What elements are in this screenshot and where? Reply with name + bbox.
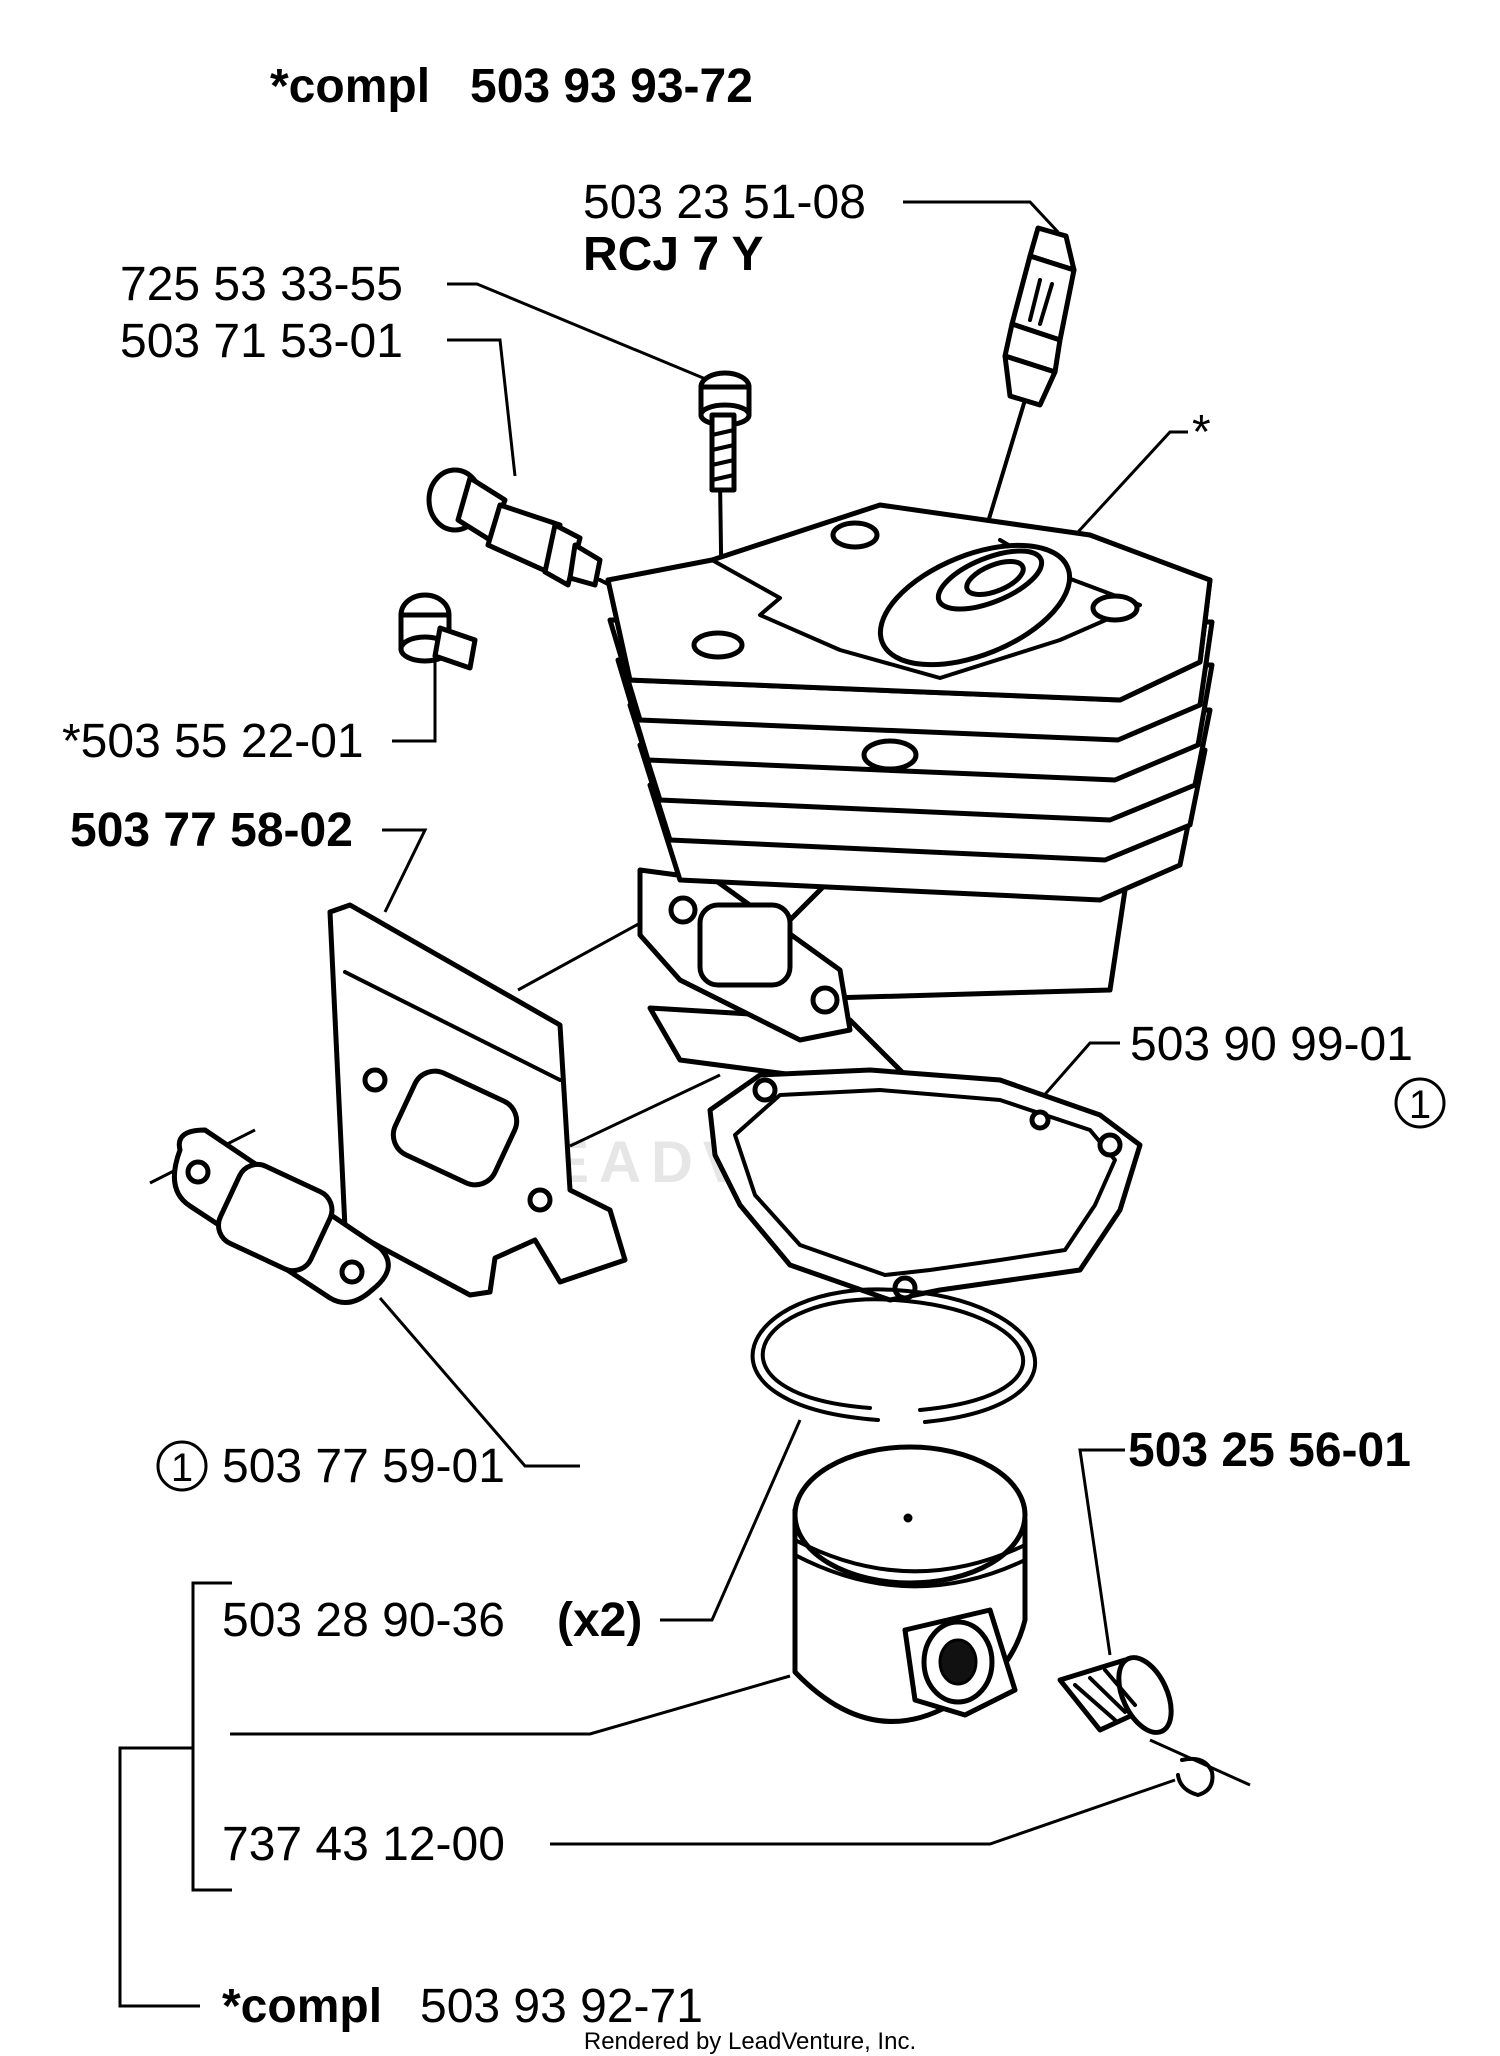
gasket-axis-line-right xyxy=(569,1073,721,1148)
piston-rings-drawing xyxy=(750,1287,1038,1424)
screw-drawing xyxy=(698,370,752,622)
muffler-gasket-drawing xyxy=(171,1127,391,1305)
valve-leader xyxy=(447,338,517,477)
spark-plug-leader xyxy=(903,200,1060,234)
piston-kit-bracket-outer xyxy=(118,1746,200,2008)
label-decompression-valve: 503 71 53-01 xyxy=(120,315,403,368)
label-spark-plug-type: RCJ 7 Y xyxy=(583,228,764,281)
cylinder-gasket-leader xyxy=(1038,1041,1120,1101)
callout-lines xyxy=(118,200,1251,2008)
label-plug: *503 55 22-01 xyxy=(62,715,364,768)
assembly-title-number: 503 93 93-72 xyxy=(470,60,753,113)
plug-leader xyxy=(392,648,437,743)
label-piston-kit-number: 503 93 92-71 xyxy=(420,1980,703,2033)
label-piston-ring-qty: (x2) xyxy=(557,1594,642,1647)
label-piston-kit-prefix: *compl xyxy=(222,1980,382,2033)
label-needle-bearing: 503 25 56-01 xyxy=(1128,1424,1411,1477)
assembly-title-prefix: *compl xyxy=(270,60,430,113)
label-cylinder-gasket: 503 90 99-01 xyxy=(1130,1018,1413,1071)
heat-shield-leader xyxy=(382,828,428,913)
heat-shield-drawing xyxy=(327,902,628,1298)
cylinder-gasket-drawing xyxy=(707,1067,1143,1303)
label-circlip: 737 43 12-00 xyxy=(222,1818,505,1871)
label-spark-plug-number: 503 23 51-08 xyxy=(583,176,866,229)
cylinder-drawing xyxy=(605,502,1215,1088)
label-heat-shield: 503 77 58-02 xyxy=(70,804,353,857)
cylinder-leader xyxy=(1076,430,1188,534)
piston-drawing xyxy=(792,1444,1028,1724)
muffler-gasket-leader xyxy=(378,1297,580,1468)
pin-axis-line xyxy=(1149,1738,1251,1787)
needle-bearing-drawing xyxy=(1057,1655,1174,1735)
circlip-leader xyxy=(550,1778,1176,1846)
plug-drawing xyxy=(398,592,478,671)
muffler-gasket-ref-badge: 1 xyxy=(156,1440,208,1492)
bearing-leader xyxy=(1078,1448,1125,1656)
ring-leader xyxy=(660,1419,802,1622)
shield-to-cylinder-line xyxy=(517,914,654,992)
muffler-gasket-ref-number: 1 xyxy=(171,1446,193,1490)
spark-plug-drawing xyxy=(973,225,1077,567)
piston-leader xyxy=(230,1674,791,1736)
decompression-valve-drawing xyxy=(426,467,657,610)
footer-credit: Rendered by LeadVenture, Inc. xyxy=(584,2028,916,2055)
cylinder-gasket-ref-number: 1 xyxy=(1409,1083,1431,1127)
piston-kit-bracket-upper xyxy=(191,1581,232,1892)
label-piston-ring: 503 28 90-36 xyxy=(222,1594,505,1647)
label-screw: 725 53 33-55 xyxy=(120,258,403,311)
label-cylinder-marker: * xyxy=(1192,406,1211,459)
cylinder-gasket-ref-badge: 1 xyxy=(1394,1077,1446,1129)
label-muffler-gasket: 503 77 59-01 xyxy=(222,1440,505,1493)
circlip-drawing xyxy=(1176,1756,1215,1797)
screw-leader xyxy=(447,282,709,382)
